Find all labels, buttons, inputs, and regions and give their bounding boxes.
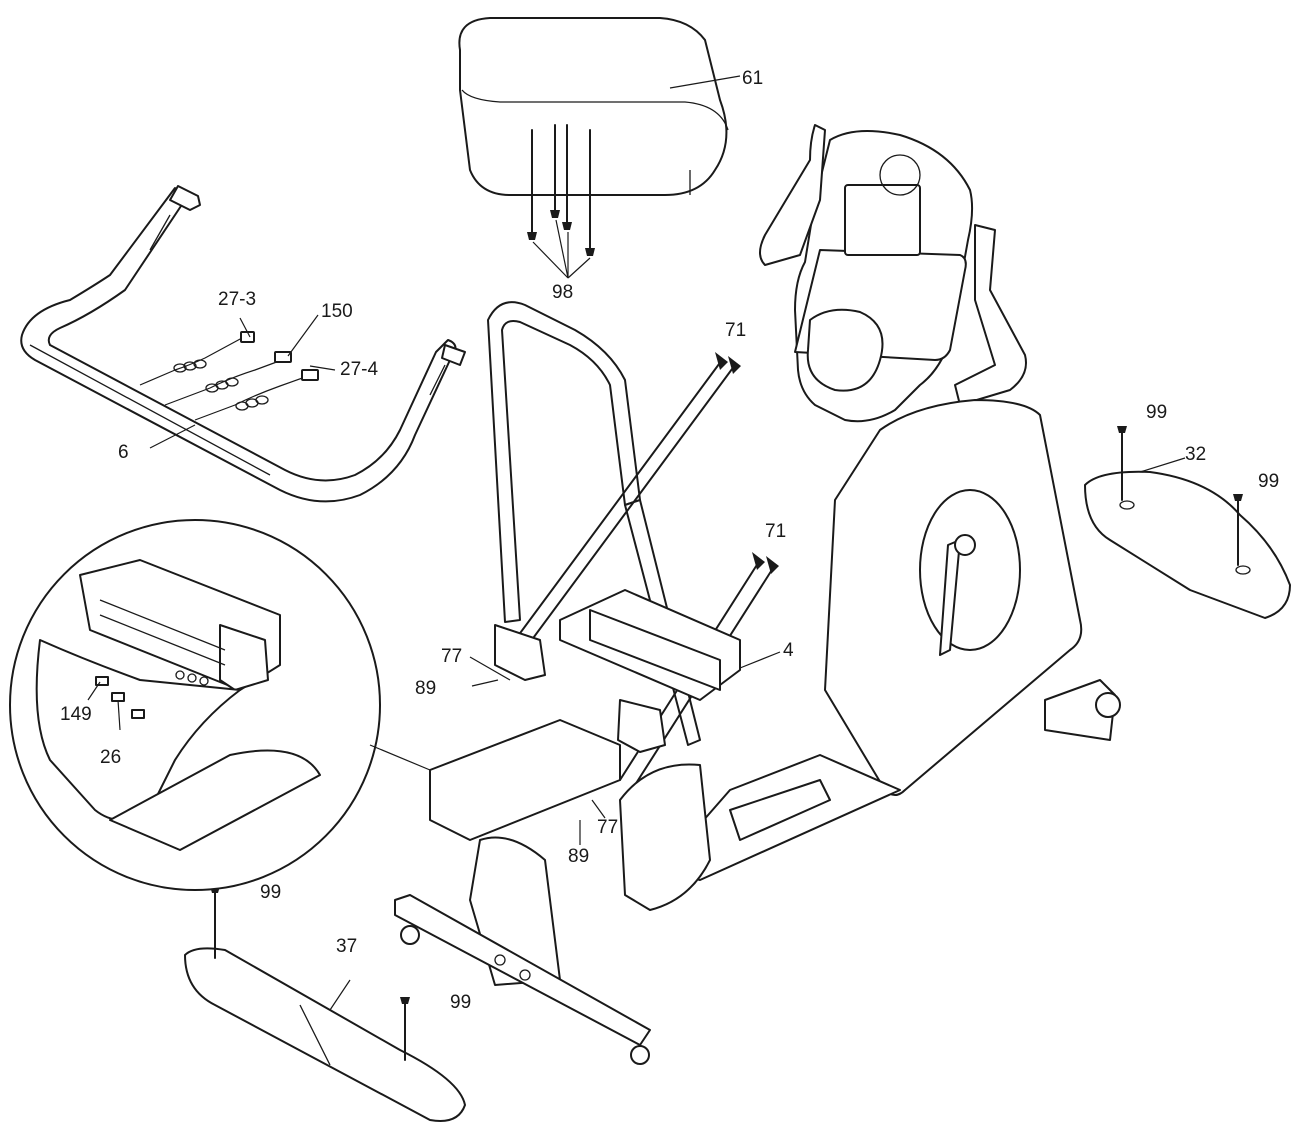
callout-27-3: 27-3: [218, 289, 256, 310]
callout-149: 149: [60, 704, 92, 725]
callout-37: 37: [336, 936, 357, 957]
callout-labels: 61 98 27-3 150 27-4 6 71 71 99 32 99 4 7…: [60, 68, 1279, 1013]
main-frame-shroud: [824, 399, 1083, 796]
callout-99-front-lower: 99: [450, 992, 471, 1013]
rear-stabilizer-cover: [1084, 470, 1291, 619]
sensor-wires: [139, 331, 319, 421]
callout-27-4: 27-4: [340, 359, 378, 380]
side-handlebar-frame: [20, 185, 466, 503]
callout-77-right: 77: [597, 817, 618, 838]
callout-77-left: 77: [441, 646, 462, 667]
callout-6: 6: [118, 442, 129, 463]
callout-4: 4: [783, 640, 794, 661]
seat-carriage: [429, 589, 741, 841]
seat-bolts: [527, 124, 595, 279]
console-assembly: [759, 124, 1027, 423]
callout-leaders: [87, 75, 1186, 1011]
callout-98: 98: [552, 282, 573, 303]
callout-99-rear-right: 99: [1258, 471, 1279, 492]
seat-cushion: [458, 17, 729, 196]
front-stabilizer: [394, 894, 651, 1065]
callout-71-upper: 71: [725, 320, 746, 341]
callout-61: 61: [742, 68, 763, 89]
callout-26: 26: [100, 747, 121, 768]
callout-89-left: 89: [415, 678, 436, 699]
detail-magnifier: [9, 519, 431, 891]
front-stabilizer-cover: [184, 947, 466, 1122]
base-and-step: [659, 679, 1121, 881]
callout-32: 32: [1185, 444, 1206, 465]
callout-99-front-upper: 99: [260, 882, 281, 903]
callout-99-rear-left: 99: [1146, 402, 1167, 423]
stabilizer-bolts-99: [210, 426, 1243, 1061]
callout-150: 150: [321, 301, 353, 322]
callout-71-lower: 71: [765, 521, 786, 542]
callout-89-right: 89: [568, 846, 589, 867]
